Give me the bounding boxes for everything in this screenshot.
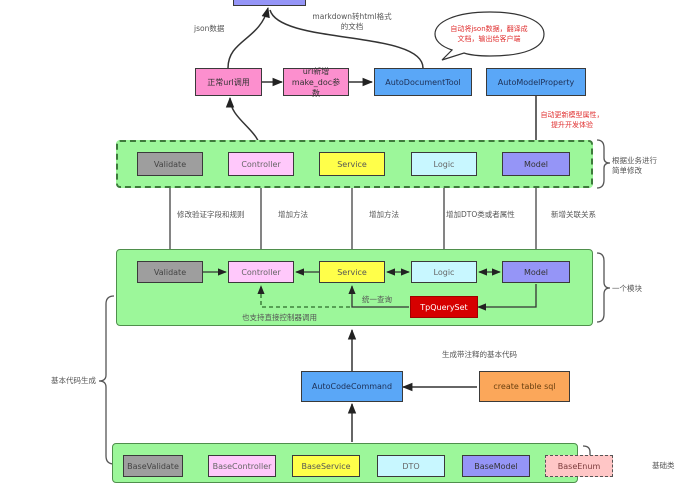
business-validate-box[interactable]: Validate: [137, 152, 203, 176]
module-controller-box[interactable]: Controller: [228, 261, 294, 283]
auto-code-command-box[interactable]: AutoCodeCommand: [301, 371, 403, 402]
module-validate-box[interactable]: Validate: [137, 261, 203, 283]
business-service-box[interactable]: Service: [319, 152, 385, 176]
service-edit-label: 增加方法: [369, 210, 399, 219]
client-box: [233, 0, 306, 6]
base-controller-box[interactable]: BaseController: [208, 455, 276, 477]
business-brace: [596, 139, 611, 189]
markdown-arrow: [269, 9, 424, 69]
auto-document-tool-box[interactable]: AutoDocumentTool: [374, 68, 472, 96]
json-data-label: json数据: [194, 24, 225, 33]
json-arrow: [227, 6, 270, 69]
normal-url-call-box[interactable]: 正常url调用: [195, 68, 262, 96]
generation-label: 生成带注释的基本代码: [442, 350, 517, 359]
unified-query-label: 统一查询: [362, 295, 392, 304]
module-model-box[interactable]: Model: [502, 261, 570, 283]
left-brace-label: 基本代码生成: [51, 376, 96, 385]
url-make-doc-box[interactable]: url新增make_doc参数: [283, 67, 349, 98]
left-brace: [98, 295, 115, 465]
controller-edit-label: 增加方法: [278, 210, 308, 219]
base-service-box[interactable]: BaseService: [292, 455, 360, 477]
business-controller-box[interactable]: Controller: [228, 152, 294, 176]
business-model-box[interactable]: Model: [502, 152, 570, 176]
module-brace-label: 一个模块: [612, 284, 642, 293]
direct-controller-label: 也支持直接控制器调用: [242, 313, 317, 322]
base-enum-box[interactable]: BaseEnum: [545, 455, 613, 477]
markdown-label: markdown转html格式的文档: [312, 12, 392, 31]
module-connectors: [203, 268, 537, 311]
base-validate-box[interactable]: BaseValidate: [123, 455, 183, 477]
base-brace-label: 基础类: [652, 461, 675, 470]
model-property-note: 自动更新模型属性，提升开发体验: [540, 111, 604, 129]
speech-bubble: [434, 11, 545, 61]
business-brace-label: 根据业务进行简单修改: [612, 156, 657, 175]
base-model-box[interactable]: BaseModel: [462, 455, 530, 477]
validate-edit-label: 修改验证字段和规则: [177, 210, 245, 219]
business-logic-box[interactable]: Logic: [411, 152, 477, 176]
auto-model-property-box[interactable]: AutoModelProperty: [486, 68, 586, 96]
tp-query-set-box[interactable]: TpQuerySet: [410, 296, 478, 318]
create-table-sql-box[interactable]: create table sql: [479, 371, 570, 402]
speech-bubble-text: 自动将json数据，翻译成文档，输出给客户端: [450, 25, 528, 43]
model-edit-label: 新增关联关系: [551, 210, 596, 219]
logic-edit-label: 增加DTO类或者属性: [446, 210, 515, 219]
module-logic-box[interactable]: Logic: [411, 261, 477, 283]
module-brace: [596, 252, 611, 323]
module-service-box[interactable]: Service: [319, 261, 385, 283]
dto-box[interactable]: DTO: [377, 455, 445, 477]
